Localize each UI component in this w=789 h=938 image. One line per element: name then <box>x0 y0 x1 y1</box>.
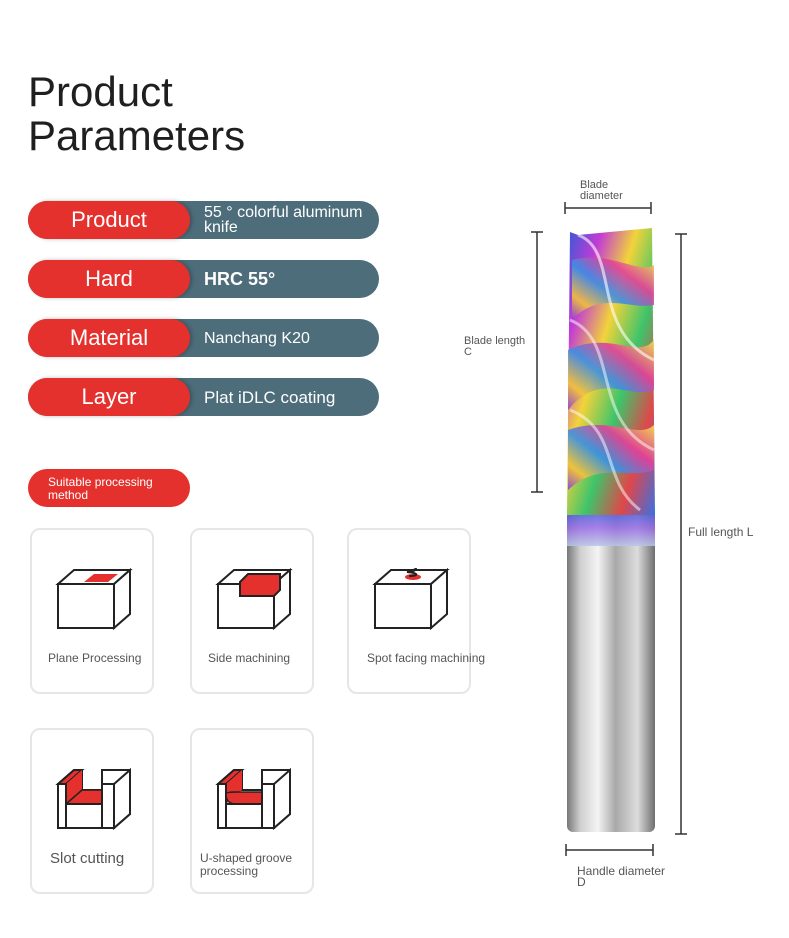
method-card-u-groove: U-shaped groove processing <box>190 728 314 894</box>
param-label: Hard <box>28 260 190 298</box>
param-value: Plat iDLC coating <box>204 387 336 407</box>
u-groove-icon <box>215 768 291 830</box>
param-row-product: 55 ° colorful aluminum knife Product <box>28 201 379 239</box>
param-label: Layer <box>28 378 190 416</box>
param-label: Product <box>28 201 190 239</box>
plane-processing-icon <box>55 568 133 630</box>
method-caption: Plane Processing <box>48 651 142 665</box>
method-card-spot-facing: Spot facing machining <box>347 528 485 694</box>
method-caption: Side machining <box>208 651 291 665</box>
section-pill: Suitable processing method <box>28 469 190 507</box>
method-caption: U-shaped groove processing <box>200 851 293 878</box>
handle-diameter-label: Handle diameter D <box>577 864 666 889</box>
page-title-line-1: Product <box>28 68 173 115</box>
param-label: Material <box>28 319 190 357</box>
blade-length-label: Blade length C <box>464 335 526 358</box>
side-machining-icon <box>215 568 293 630</box>
param-row-layer: Plat iDLC coating Layer <box>28 378 379 416</box>
blade-diameter-label: Blade diameter <box>580 179 623 202</box>
full-length-label: Full length L <box>688 525 754 539</box>
method-card-plane: Plane Processing <box>30 528 154 694</box>
param-value: HRC 55° <box>204 268 276 289</box>
page-title: Product Parameters <box>28 70 245 158</box>
slot-cutting-icon <box>55 768 131 830</box>
method-caption: Slot cutting <box>50 850 125 867</box>
end-mill-illustration <box>531 202 687 856</box>
method-card-side: Side machining <box>190 528 314 694</box>
param-row-material: Nanchang K20 Material <box>28 319 379 357</box>
param-value: 55 ° colorful aluminum knife <box>204 204 363 236</box>
param-row-hard: HRC 55° Hard <box>28 260 379 298</box>
spot-facing-icon <box>372 568 450 630</box>
method-card-slot: Slot cutting <box>30 728 154 894</box>
page-title-line-2: Parameters <box>28 112 246 159</box>
method-caption: Spot facing machining <box>367 651 486 665</box>
param-value: Nanchang K20 <box>204 329 310 347</box>
